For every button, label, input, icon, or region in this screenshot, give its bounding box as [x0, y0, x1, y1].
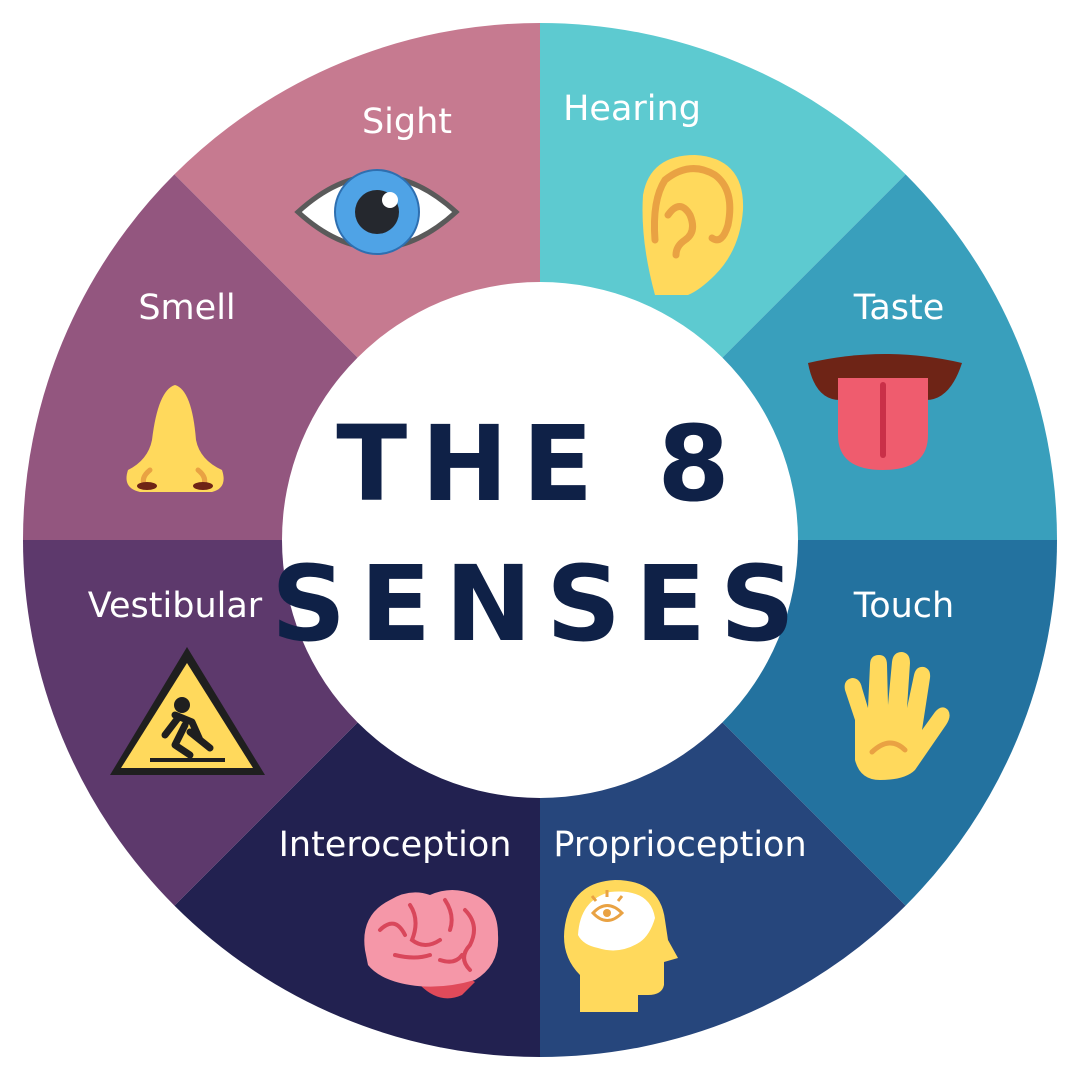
label-taste: Taste	[853, 288, 945, 328]
label-sight: Sight	[362, 102, 452, 142]
center-circle	[282, 282, 798, 798]
label-interoception: Interoception	[279, 825, 512, 865]
title-line-1: THE 8	[336, 403, 744, 525]
eye-icon	[294, 169, 460, 255]
brain-icon	[364, 890, 499, 999]
label-touch: Touch	[853, 586, 954, 626]
hand-icon	[844, 652, 950, 780]
nose-icon	[126, 385, 224, 492]
label-smell: Smell	[138, 288, 235, 328]
label-vestibular: Vestibular	[88, 586, 263, 626]
tongue-icon	[808, 354, 962, 470]
ear-icon	[642, 155, 744, 295]
label-proprioception: Proprioception	[553, 825, 806, 865]
head-with-eye-icon	[564, 880, 678, 1012]
title-line-2: SENSES	[271, 543, 809, 665]
slippery-floor-warning-icon	[110, 647, 265, 775]
label-hearing: Hearing	[563, 89, 701, 129]
